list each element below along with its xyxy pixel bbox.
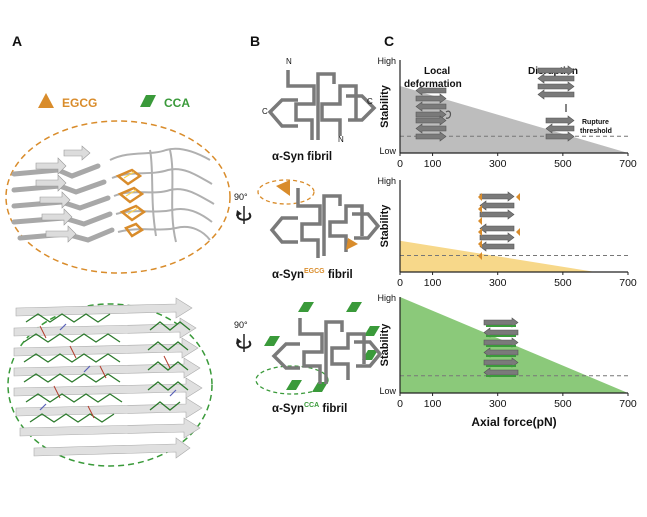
y-axis-label: Stability (379, 204, 391, 248)
beta-strand (415, 115, 447, 126)
deformation-loop (445, 110, 452, 119)
egcg-bound-marker (478, 217, 482, 225)
x-tick-label: 500 (554, 398, 572, 410)
x-tick-label: 700 (619, 277, 637, 289)
egcg-bound-marker (478, 252, 482, 260)
x-tick-label: 300 (489, 158, 507, 170)
annotation-local: Local (424, 66, 450, 77)
panel-label-b: B (250, 33, 260, 49)
beta-strand (545, 123, 575, 134)
egcg-bound-marker (478, 193, 482, 201)
wt-c-terminus-2: C (367, 97, 373, 106)
egcg-triangle-icon (38, 93, 54, 108)
legend-egcg: EGCG (62, 96, 97, 110)
stability-area (400, 240, 596, 272)
beta-strand (415, 109, 447, 120)
cca-bound-marker (486, 365, 516, 367)
beta-strand (415, 123, 447, 134)
egcg-bound-marker (478, 205, 482, 213)
beta-strand (415, 85, 447, 96)
egcg-fibril-topology (257, 179, 381, 258)
beta-strand (415, 101, 447, 112)
wt-c-terminus-1: C (262, 107, 268, 116)
x-tick-label: 100 (424, 398, 442, 410)
x-tick-label: 0 (397, 158, 403, 170)
panel-label-a: A (12, 33, 22, 49)
beta-strand (415, 93, 447, 104)
x-tick-label: 100 (424, 158, 442, 170)
egcg-fibril-label: α-SynEGCG fibril (272, 268, 353, 281)
beta-strand (537, 89, 575, 100)
cca-bound-marker (486, 355, 516, 357)
cca-bound-marker (486, 335, 516, 337)
annotation-rupture: Rupture (582, 119, 609, 126)
y-axis-label: Stability (379, 323, 391, 367)
cca-fibril-label: α-SynCCA fibril (272, 402, 347, 415)
cca-bound-marker (486, 345, 516, 347)
beta-strand (537, 73, 575, 84)
cca-bound-marker (486, 375, 516, 377)
x-axis-label: Axial force(pN) (471, 415, 556, 429)
beta-strand-stacks (415, 65, 575, 378)
cca-parallelogram-icon (140, 95, 156, 107)
wt-n-terminus-1: N (286, 57, 292, 66)
x-tick-label: 500 (554, 158, 572, 170)
beta-strand (415, 131, 447, 142)
wt-fibril-topology (267, 70, 377, 140)
stability-chart-2: 0 100 300 500 700 Stability High (377, 176, 636, 289)
rotation-marker-2: 90° (234, 320, 252, 352)
egcg-fibril-structure (5, 120, 231, 274)
beta-strand (479, 191, 515, 202)
x-tick-label: 300 (489, 277, 507, 289)
beta-strand (537, 81, 575, 92)
y-axis-label: Stability (379, 84, 391, 128)
cca-bound-marker (486, 325, 516, 327)
y-low-label: Low (379, 146, 396, 156)
rotation-marker-1: 90° (234, 192, 252, 224)
panel-label-c: C (384, 33, 394, 49)
beta-strand (479, 200, 515, 211)
legend-cca: CCA (164, 96, 190, 110)
x-tick-label: 0 (397, 277, 403, 289)
y-high-label: High (377, 293, 396, 303)
egcg-bound-marker (516, 193, 520, 201)
beta-strand (479, 209, 515, 220)
x-tick-label: 100 (424, 277, 442, 289)
beta-strand (479, 223, 515, 234)
y-high-label: High (377, 176, 396, 186)
cca-fibril-topology (255, 302, 383, 395)
x-tick-label: 700 (619, 158, 637, 170)
egcg-bound-marker (516, 228, 520, 236)
svg-text:90°: 90° (234, 192, 248, 202)
egcg-bound-marker (478, 240, 482, 248)
x-tick-label: 300 (489, 398, 507, 410)
beta-strand (479, 241, 515, 252)
beta-strand (537, 65, 575, 76)
egcg-bound-marker (478, 228, 482, 236)
x-tick-label: 0 (397, 398, 403, 410)
x-tick-label: 700 (619, 398, 637, 410)
beta-strand (545, 115, 575, 126)
annotation-deformation: deformation (404, 79, 462, 90)
svg-text:α-SynEGCG fibril: α-SynEGCG fibril (272, 268, 353, 281)
svg-text:α-SynCCA fibril: α-SynCCA fibril (272, 402, 347, 415)
beta-strand (545, 131, 575, 142)
wt-n-terminus-2: N (338, 135, 344, 144)
annotation-threshold: threshold (580, 128, 612, 135)
beta-strand (479, 232, 515, 243)
y-high-label: High (377, 56, 396, 66)
y-low-label: Low (379, 386, 396, 396)
wt-fibril-label: α-Syn fibril (272, 151, 332, 163)
cca-fibril-structure (7, 297, 213, 467)
x-tick-label: 500 (554, 277, 572, 289)
svg-text:90°: 90° (234, 320, 248, 330)
